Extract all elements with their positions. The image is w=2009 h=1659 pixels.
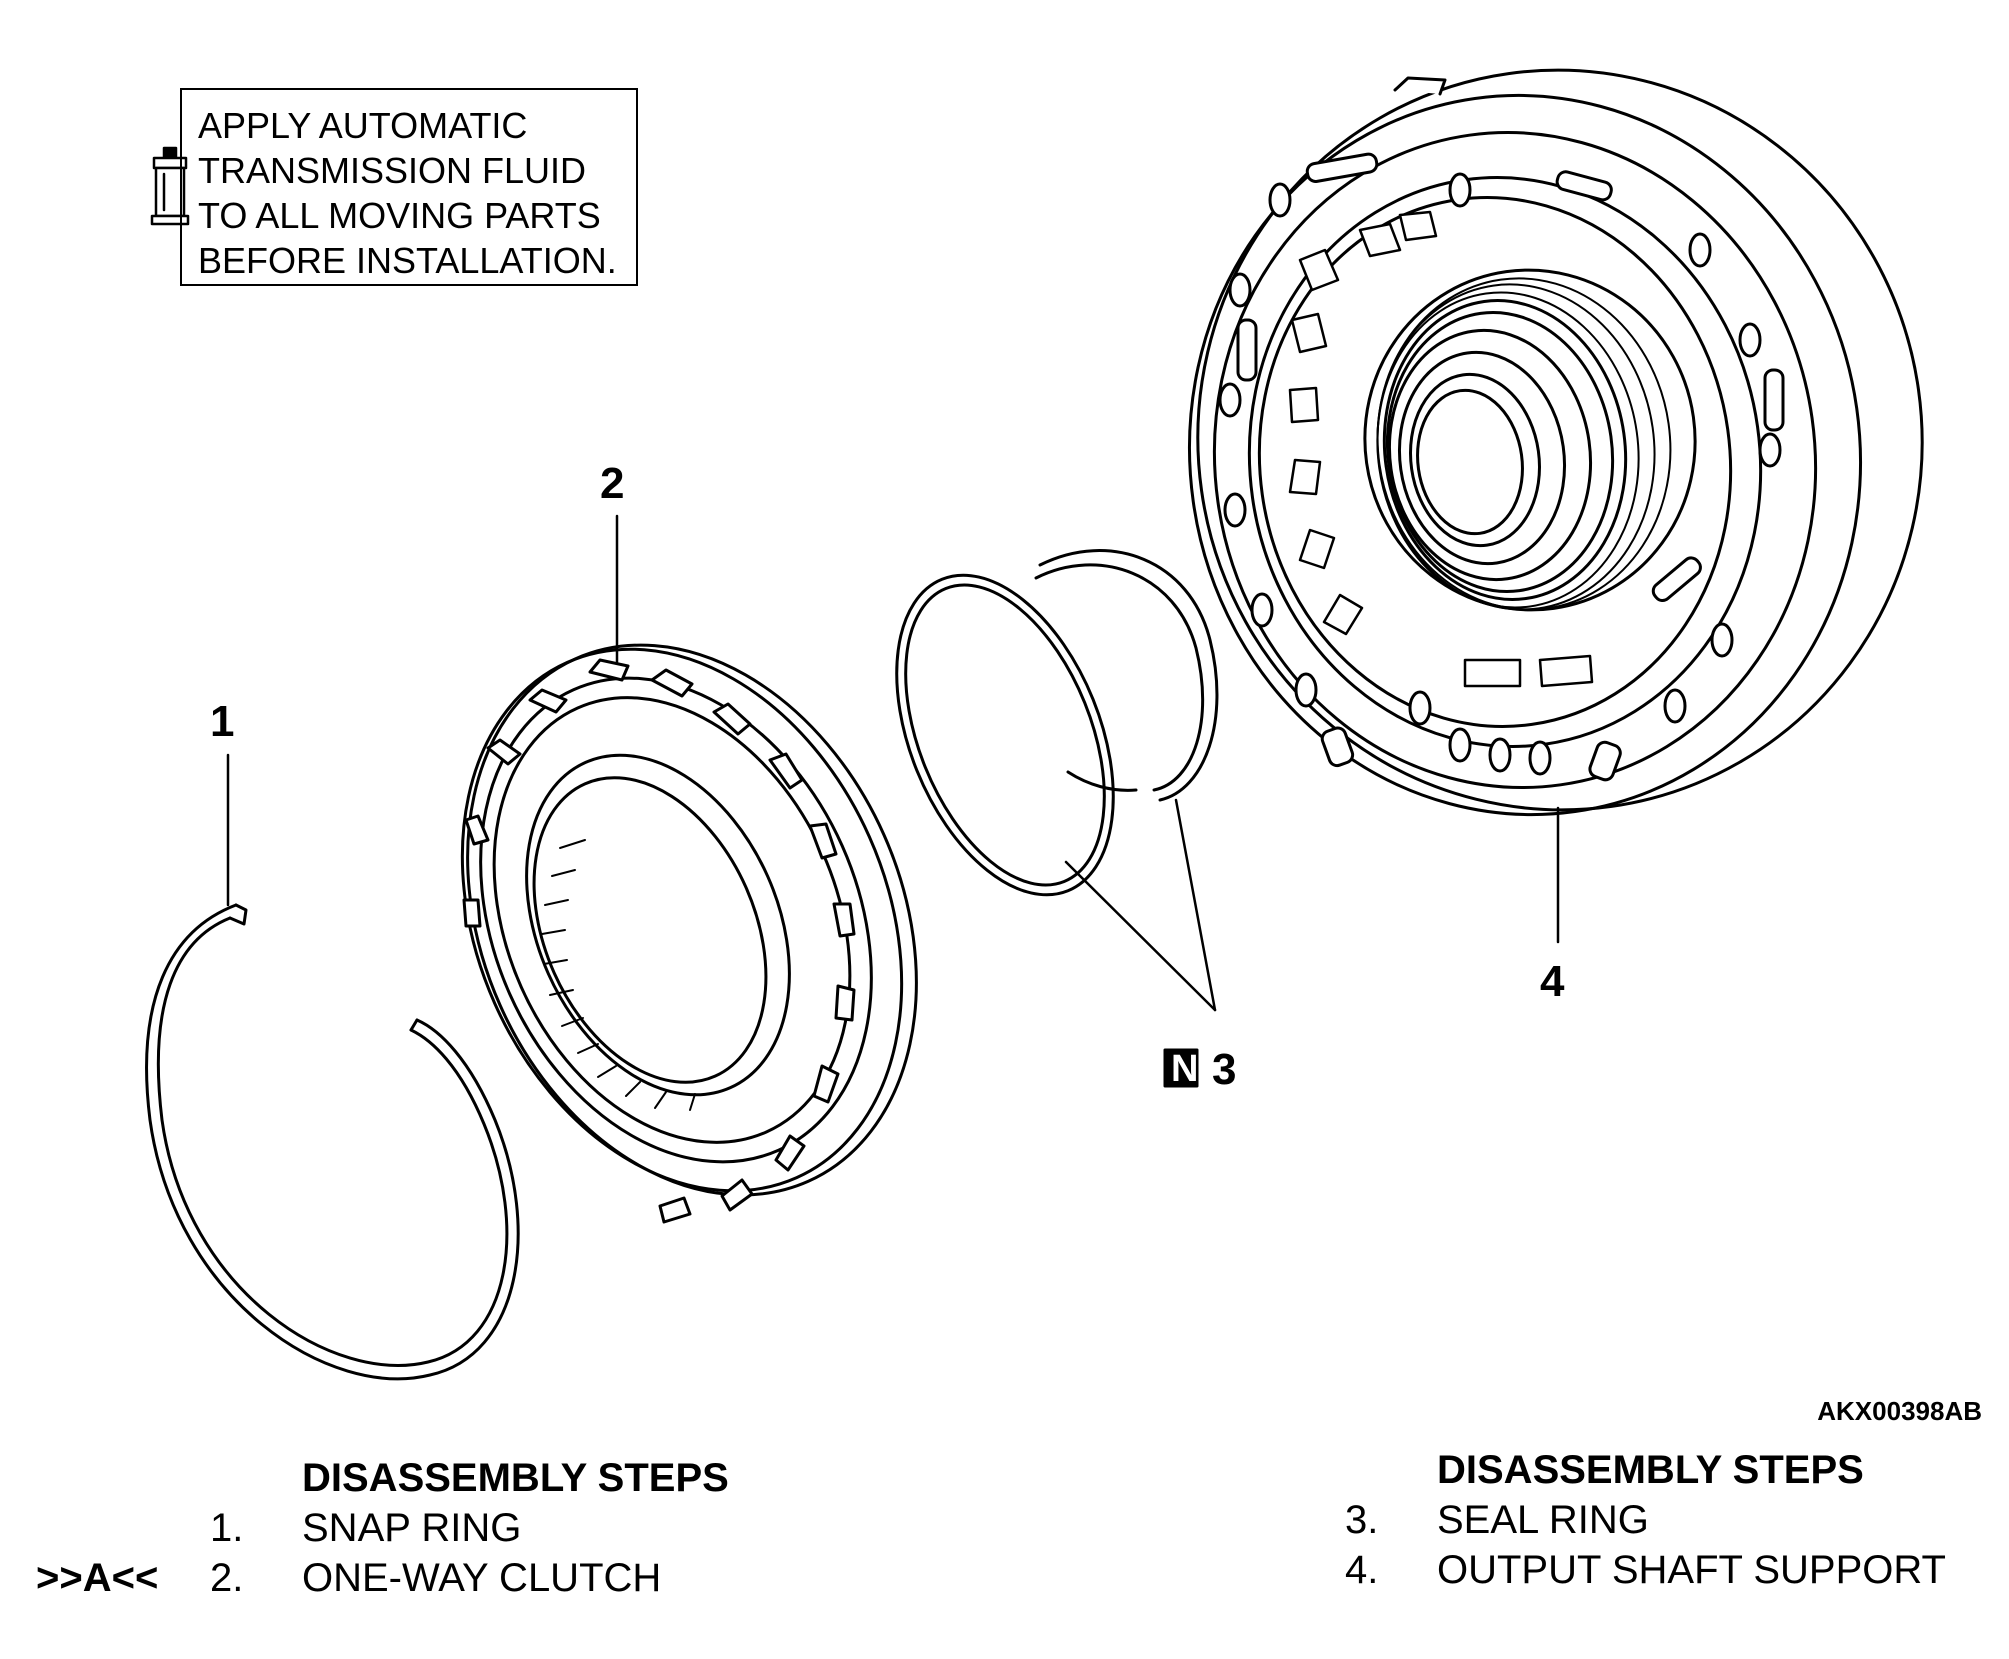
reference-code: AKX00398AB: [1817, 1396, 1982, 1426]
callout-3: 3: [1212, 1045, 1237, 1094]
one-way-clutch-drawing: [460, 643, 918, 1224]
note-line-3: TO ALL MOVING PARTS: [198, 195, 601, 236]
step-num: 2.: [210, 1556, 244, 1600]
step-num: 1.: [210, 1506, 244, 1550]
note-box: [180, 88, 638, 286]
leader-line-3: [1064, 798, 1217, 1012]
note-line-2: TRANSMISSION FLUID: [198, 150, 587, 191]
output-shaft-support-drawing: [1187, 68, 1924, 817]
step-text: SNAP RING: [302, 1506, 522, 1550]
note-line-4: BEFORE INSTALLATION.: [198, 240, 617, 281]
callout-2: 2: [600, 459, 625, 508]
seal-rings-drawing: [895, 549, 1219, 897]
step-text: OUTPUT SHAFT SUPPORT: [1437, 1548, 1946, 1592]
steps-right-title: DISASSEMBLY STEPS: [1437, 1448, 1864, 1492]
step-num: 4.: [1345, 1548, 1379, 1592]
callout-3-badge: N: [1171, 1048, 1199, 1090]
note-line-1: APPLY AUTOMATIC: [198, 105, 528, 146]
callout-4: 4: [1540, 957, 1565, 1006]
steps-left-title: DISASSEMBLY STEPS: [302, 1456, 729, 1500]
new-part-badge-icon: [1163, 1048, 1199, 1088]
step-text: ONE-WAY CLUTCH: [302, 1556, 662, 1600]
fluid-bottle-icon: [150, 146, 190, 226]
step-num: 3.: [1345, 1498, 1379, 1542]
step-text: SEAL RING: [1437, 1498, 1649, 1542]
snap-ring-drawing: [145, 903, 520, 1381]
step-mark: >>A<<: [36, 1556, 159, 1600]
callout-1: 1: [210, 697, 235, 746]
